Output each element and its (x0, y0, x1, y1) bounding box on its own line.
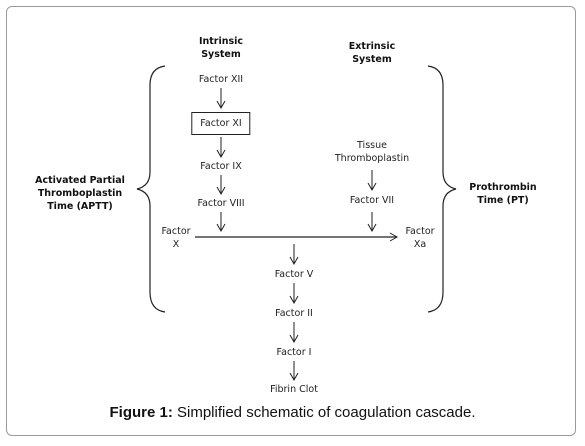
intrinsic-header-line1: Intrinsic (198, 36, 244, 47)
aptt-label: Activated Partial Thromboplastin Time (A… (35, 174, 125, 213)
factor-x-line1: Factor (161, 226, 191, 237)
pt-label-line2: Time (PT) (477, 195, 529, 206)
factor-xa: Factor Xa (405, 225, 434, 251)
factor-vii: Factor VII (349, 195, 395, 206)
extrinsic-header: Extrinsic System (349, 40, 395, 66)
factor-viii: Factor VIII (197, 198, 245, 209)
caption-text: Simplified schematic of coagulation casc… (172, 404, 476, 421)
factor-xi-box: Factor XI (191, 112, 251, 135)
pt-label: Prothrombin Time (PT) (469, 181, 536, 207)
factor-xa-line2: Xa (413, 239, 427, 250)
extrinsic-header-line1: Extrinsic (348, 41, 396, 52)
intrinsic-header: Intrinsic System (199, 35, 243, 61)
figure-caption: Figure 1: Simplified schematic of coagul… (0, 404, 585, 421)
tissue-thromboplastin: Tissue Thromboplastin (335, 139, 409, 165)
factor-x: Factor X (161, 225, 190, 251)
right-brace (427, 65, 457, 313)
intrinsic-header-line2: System (201, 49, 241, 60)
figure-frame (6, 6, 576, 436)
factor-x-line2: X (172, 239, 180, 250)
pt-label-line1: Prothrombin (469, 182, 537, 193)
aptt-label-line2: Thromboplastin (37, 188, 123, 199)
factor-xa-line1: Factor (405, 226, 435, 237)
extrinsic-header-line2: System (352, 54, 392, 65)
tissue-thromboplastin-line1: Tissue (357, 140, 387, 151)
factor-v: Factor V (274, 269, 314, 280)
caption-label: Figure 1: (109, 404, 173, 421)
factor-ix: Factor IX (200, 161, 242, 172)
aptt-label-line1: Activated Partial (35, 175, 125, 186)
fibrin-clot: Fibrin Clot (270, 384, 318, 395)
aptt-label-line3: Time (APTT) (47, 201, 113, 212)
factor-xii: Factor XII (198, 74, 244, 85)
tissue-thromboplastin-line2: Thromboplastin (334, 153, 410, 164)
factor-i: Factor I (276, 347, 312, 358)
left-brace (136, 65, 166, 313)
factor-ii: Factor II (275, 308, 313, 319)
